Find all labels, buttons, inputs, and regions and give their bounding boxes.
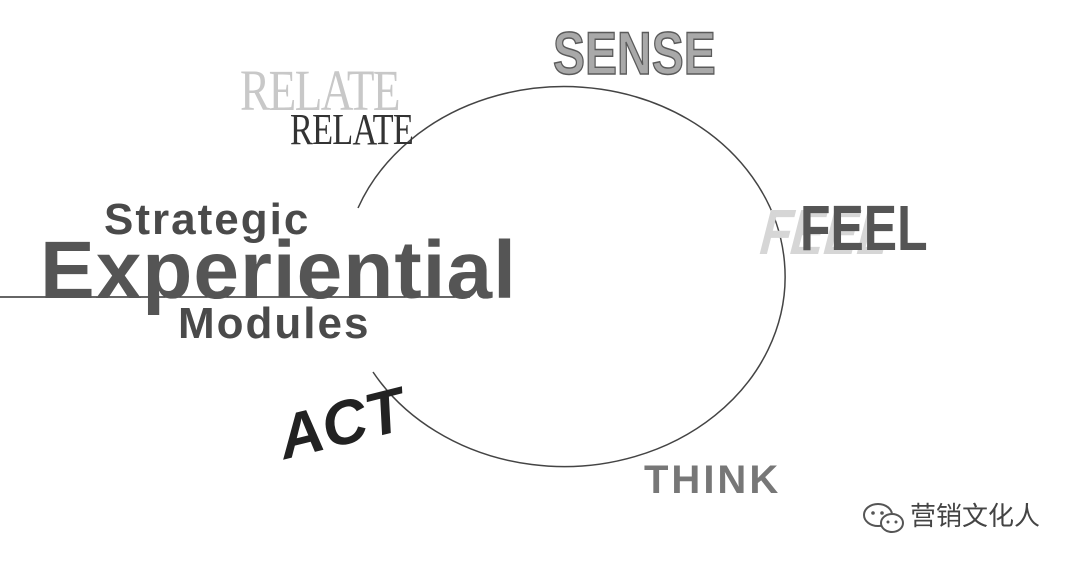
center-title-line2: Experiential <box>40 225 517 316</box>
sense-label: SENSE <box>552 20 716 87</box>
feel-label: FEEL <box>800 192 928 264</box>
center-title-line1: Strategic <box>104 195 311 244</box>
cycle-arc <box>357 85 786 468</box>
wechat-icon <box>863 503 904 533</box>
relate-ghost-label: RELATE <box>240 58 401 123</box>
center-title-line3: Modules <box>178 299 371 348</box>
relate-label: RELATE <box>290 105 414 154</box>
watermark-text: 营销文化人 <box>910 502 1041 532</box>
think-label: THINK <box>644 458 782 502</box>
